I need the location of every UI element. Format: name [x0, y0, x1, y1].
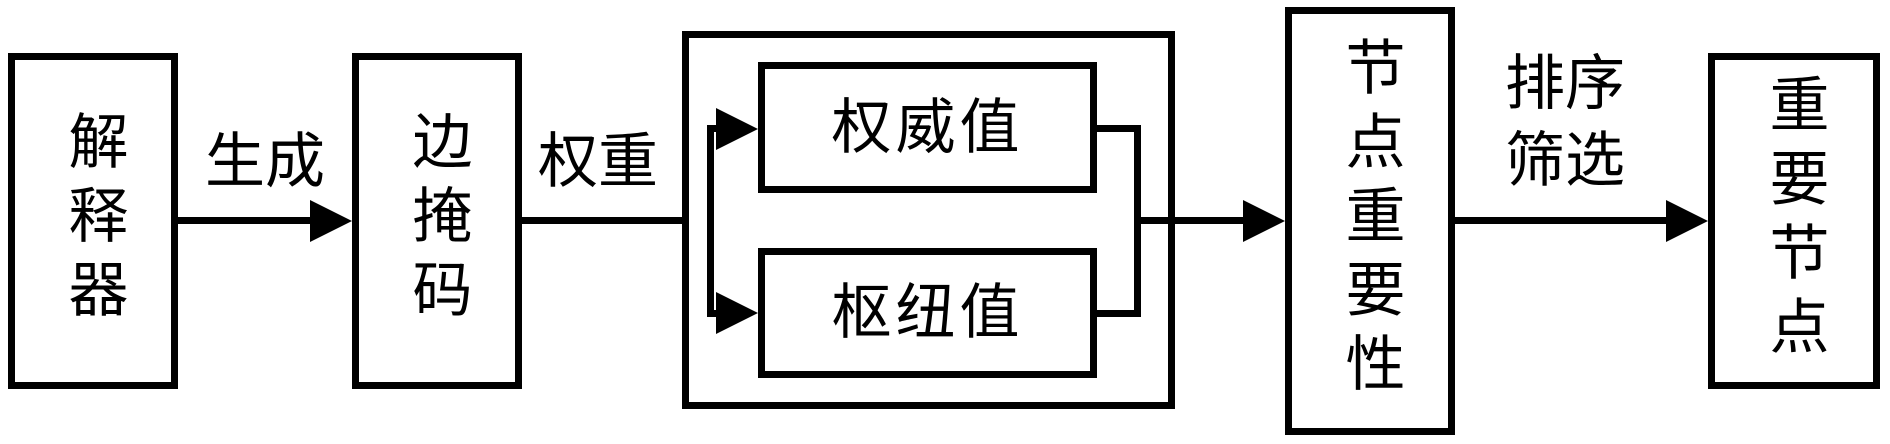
node-authority-value: 权威值: [758, 62, 1097, 193]
node-authority-value-label: 权威值: [831, 94, 1024, 161]
arrowhead-right-icon: [310, 200, 352, 242]
node-edge-mask: 边掩码: [352, 53, 522, 389]
node-interpreter: 解释器: [8, 53, 178, 389]
connector-merge-bottom: [1090, 310, 1141, 317]
connector-weight: [522, 217, 714, 224]
node-edge-mask-label: 边掩码: [404, 110, 470, 332]
node-hub-value: 枢纽值: [758, 248, 1097, 378]
connector-branch-bottom: [707, 310, 721, 317]
edge-label-filter-line: 筛选: [1505, 128, 1625, 194]
node-important-nodes-label: 重要节点: [1761, 73, 1827, 369]
edge-label-generate: 生成: [205, 129, 325, 195]
edge-label-sort-line: 排序: [1505, 51, 1625, 117]
node-hub-value-label: 枢纽值: [831, 280, 1024, 346]
connector-sort-filter: [1448, 217, 1670, 224]
arrowhead-right-icon: [716, 292, 758, 334]
connector-branch-top: [707, 125, 721, 132]
node-node-importance-label: 节点重要性: [1337, 36, 1403, 406]
arrowhead-right-icon: [1666, 200, 1708, 242]
connector-generate: [178, 217, 314, 224]
connector-output: [1134, 217, 1249, 224]
edge-label-sort-filter: 排序 筛选: [1455, 46, 1675, 200]
node-interpreter-label: 解释器: [60, 110, 126, 332]
arrowhead-right-icon: [716, 108, 758, 150]
connector-merge-top: [1090, 125, 1141, 132]
connector-branch-vertical: [707, 125, 714, 317]
node-important-nodes: 重要节点: [1708, 53, 1880, 389]
node-node-importance: 节点重要性: [1285, 7, 1455, 435]
edge-label-weight: 权重: [538, 129, 658, 195]
arrowhead-right-icon: [1243, 200, 1285, 242]
